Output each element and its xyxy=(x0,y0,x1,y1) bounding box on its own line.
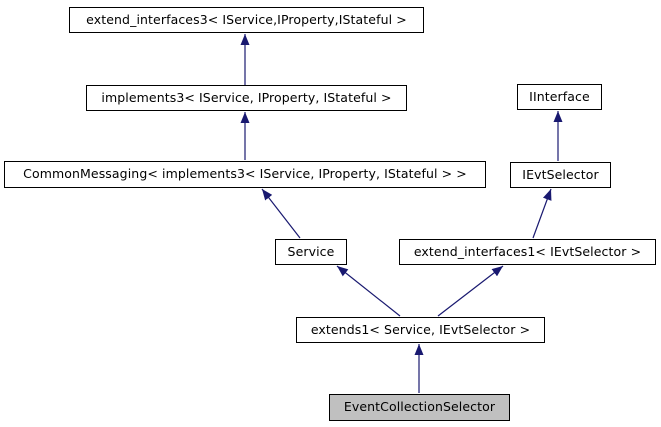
edge-extends1-to-extend-interfaces1 xyxy=(437,265,504,317)
node-extends1[interactable]: extends1< Service, IEvtSelector > xyxy=(296,317,545,343)
edge-extend-interfaces1-to-ievtselector xyxy=(532,188,552,239)
edge-extends1-to-service xyxy=(336,265,401,317)
node-ievtselector[interactable]: IEvtSelector xyxy=(510,162,611,188)
node-common-messaging[interactable]: CommonMessaging< implements3< IService, … xyxy=(4,161,486,188)
node-iinterface[interactable]: IInterface xyxy=(517,84,602,110)
node-extend-interfaces3[interactable]: extend_interfaces3< IService,IProperty,I… xyxy=(69,7,424,33)
node-service[interactable]: Service xyxy=(275,239,347,265)
edge-service-to-common-messaging xyxy=(261,188,301,239)
node-implements3[interactable]: implements3< IService, IProperty, IState… xyxy=(86,85,407,111)
node-event-collection-selector: EventCollectionSelector xyxy=(329,394,510,421)
node-extend-interfaces1[interactable]: extend_interfaces1< IEvtSelector > xyxy=(399,239,656,265)
